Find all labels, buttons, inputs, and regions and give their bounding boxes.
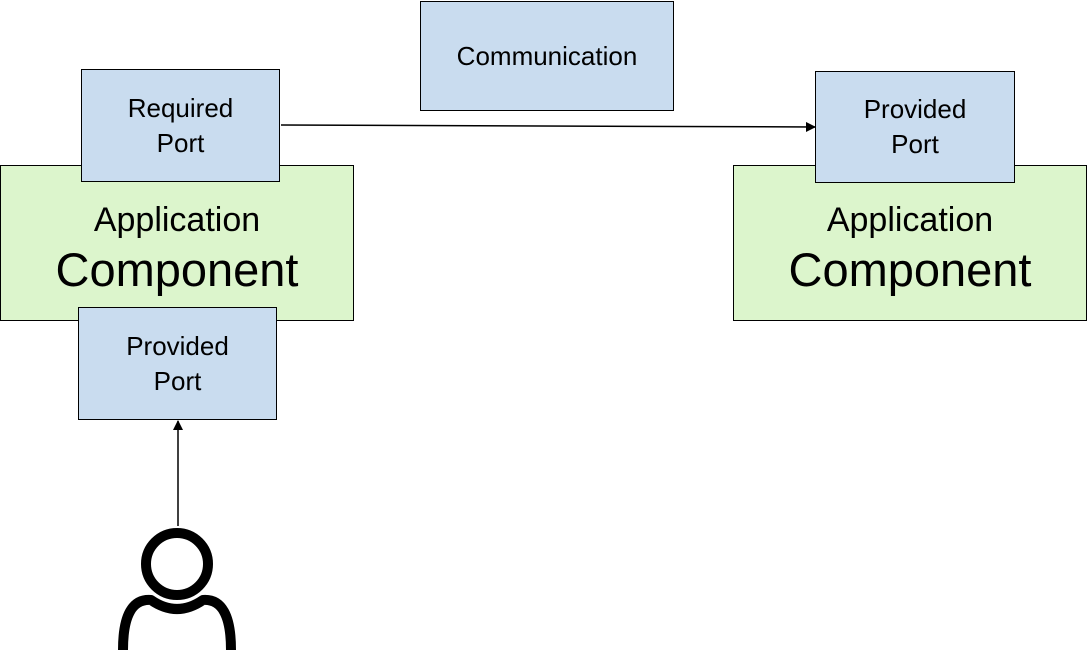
right-provided-port: Provided Port: [815, 71, 1015, 183]
communication-label: Communication: [456, 40, 638, 71]
left-component-title-line1: Application: [93, 201, 261, 239]
right-application-component: Application Component: [733, 165, 1087, 321]
communication-box: Communication: [420, 1, 674, 111]
left-required-port-line1: Required: [127, 92, 234, 123]
left-provided-port: Provided Port: [78, 307, 277, 420]
right-provided-port-line1: Provided: [863, 94, 967, 124]
right-component-title-line2: Component: [788, 243, 1032, 296]
right-provided-port-line2: Port: [891, 129, 939, 159]
left-provided-port-line2: Port: [153, 365, 202, 396]
communication-arrow: [280, 121, 816, 132]
left-required-port: Required Port: [81, 69, 280, 182]
right-component-title-line1: Application: [826, 201, 994, 239]
left-component-title-line2: Component: [55, 243, 299, 296]
left-provided-port-line1: Provided: [126, 330, 229, 361]
user-icon: [118, 528, 236, 650]
left-required-port-line2: Port: [156, 127, 205, 158]
